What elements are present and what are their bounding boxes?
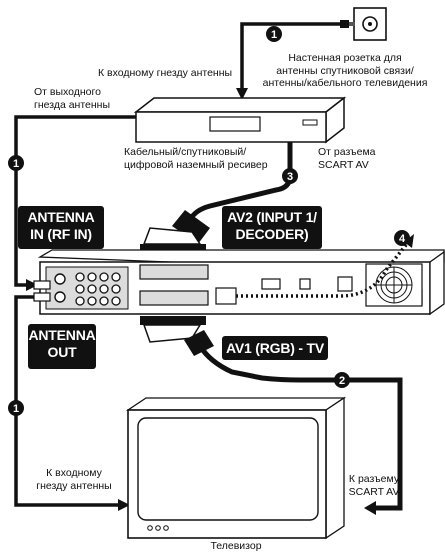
arrow-down-receiver [236,88,248,100]
step-marker-text: 3 [287,171,293,183]
step-marker-1-bottom: 1 [8,400,24,416]
step-marker-2: 2 [334,372,350,388]
label-from-scart: От разъема SCART AV [318,146,376,171]
satellite-receiver-icon [133,96,347,144]
step-marker-3: 3 [282,168,298,184]
cable-antenna-wall-to-receiver [240,22,340,96]
tag-antenna-in: ANTENNA IN (RF IN) [18,206,104,249]
arrow-right-tv-antenna [118,499,130,511]
arrow-left-tv-scart [364,501,376,515]
scart-plug-icon [140,210,210,253]
label-to-scart: К разъему SCART AV [348,473,400,498]
label-from-antenna-out: От выходного гнезда антенны [34,86,111,111]
label-wall-socket: Настенная розетка для антенны спутниково… [262,52,428,89]
label-receiver: Кабельный/спутниковый/ цифровой наземный… [124,146,268,171]
tag-antenna-out: ANTENNA OUT [28,324,96,369]
step-marker-1-top: 1 [266,26,282,42]
step-marker-1-left: 1 [8,155,24,171]
step-marker-text: 1 [271,29,277,41]
step-marker-text: 1 [13,403,19,415]
step-marker-text: 2 [339,375,345,387]
cable-scart-av1-to-tv [197,344,403,511]
step-marker-text: 4 [399,233,406,245]
television-icon [125,396,347,540]
label-tv: Телевизор [210,540,262,552]
step-markers: 1 1 1 2 3 4 [8,26,410,416]
label-to-antenna-in-bottom: К входному гнезду антенны [36,467,112,492]
label-to-antenna-in-top: К входному гнезду антенны [98,67,233,79]
cable-receiver-antenna-out [14,115,136,287]
tag-av1: AV1 (RGB) - TV [222,336,328,360]
step-marker-4: 4 [394,230,410,246]
step-marker-text: 1 [13,158,19,170]
wall-socket-icon [340,7,387,41]
tag-av2: AV2 (INPUT 1/ DECODER) [222,206,322,249]
scart-plug-icon [140,316,214,356]
arrow-right-antenna-in [26,279,38,291]
